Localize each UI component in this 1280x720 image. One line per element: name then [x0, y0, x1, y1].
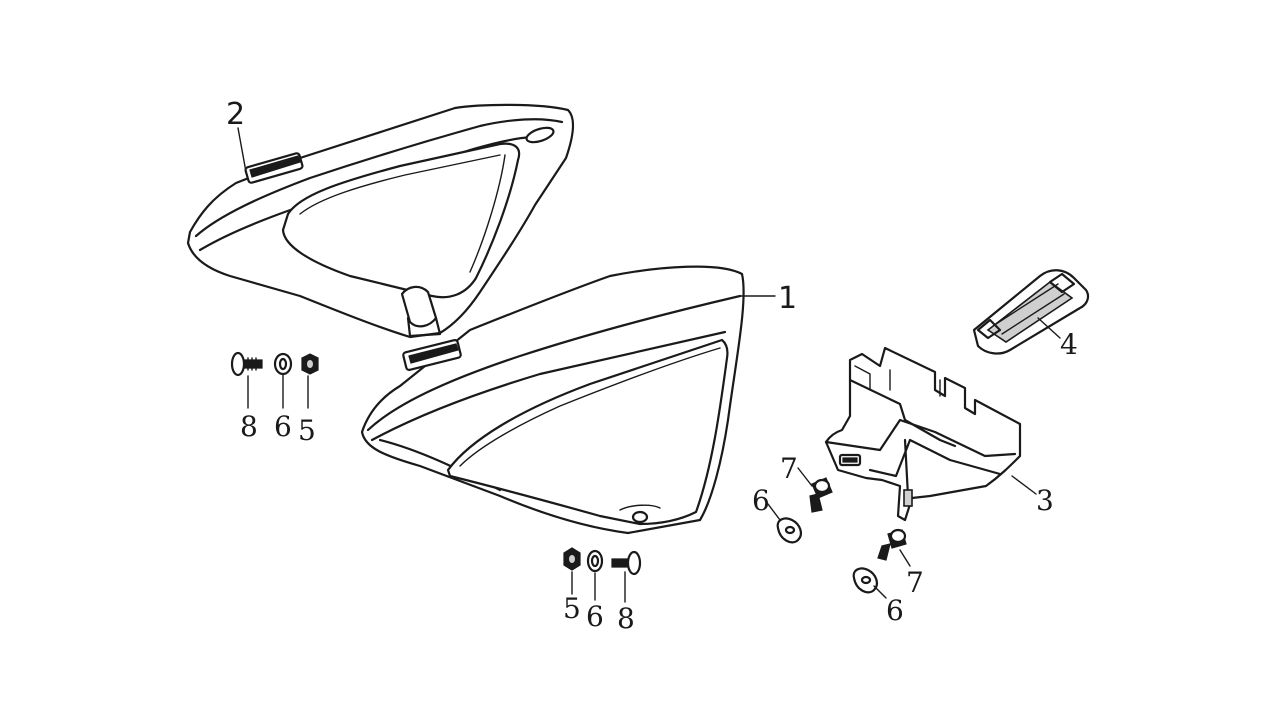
hardware-left-group: [230, 351, 319, 409]
callout-4: 4: [1060, 328, 1078, 361]
callout-6-lower: 6: [886, 594, 904, 627]
leader-line-4: [1037, 317, 1061, 339]
callout-8-left: 8: [240, 410, 258, 443]
hardware-right-lower: [852, 528, 911, 599]
leader-line-2: [237, 127, 247, 173]
callout-5-left: 5: [298, 414, 316, 447]
side-cover-part-2: [186, 103, 575, 339]
bracket-part-3: [824, 346, 1022, 522]
leader-line-3: [1011, 475, 1037, 495]
callout-3: 3: [1036, 484, 1054, 517]
callout-6-upper: 6: [752, 484, 770, 517]
callout-1: 1: [778, 281, 797, 316]
callout-6-bottom: 6: [586, 600, 604, 633]
callout-7-lower: 7: [906, 566, 924, 599]
hardware-right-upper: [767, 467, 833, 544]
callout-7-upper: 7: [780, 452, 798, 485]
callout-8-bottom: 8: [617, 602, 635, 635]
strap-part-4: [972, 269, 1090, 355]
callout-2: 2: [226, 97, 245, 132]
callout-5-bottom: 5: [563, 592, 581, 625]
side-cover-part-1: [360, 265, 745, 535]
hardware-bottom-group: [563, 547, 642, 603]
callout-6-left: 6: [274, 410, 292, 443]
